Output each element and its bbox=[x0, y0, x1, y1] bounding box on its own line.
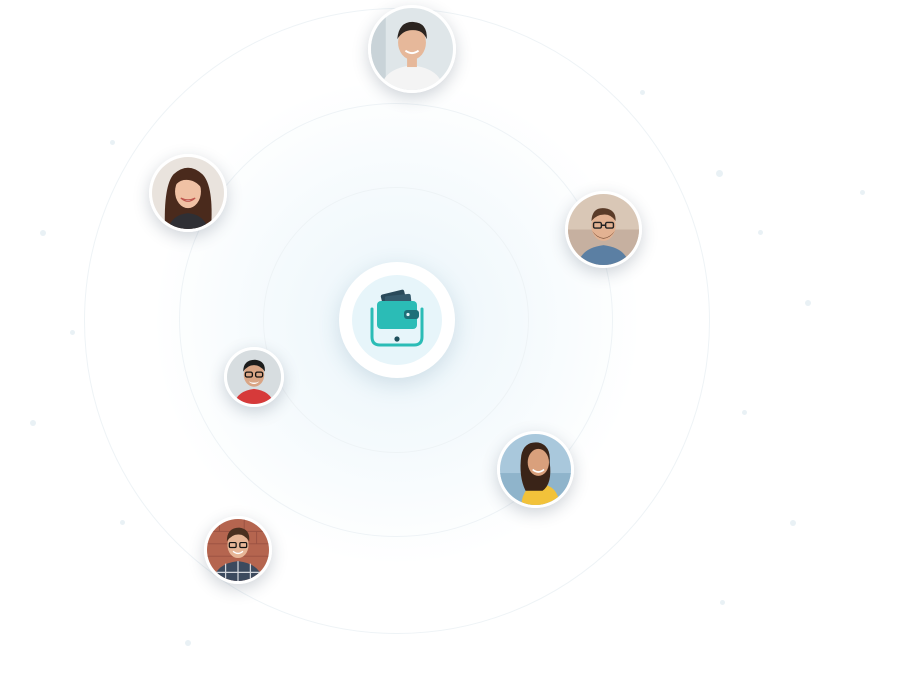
avatar-man-glasses-beard bbox=[565, 191, 642, 268]
avatar-man-red-shirt bbox=[224, 347, 284, 407]
orbit-ring-middle bbox=[179, 103, 613, 537]
orbit-ring-inner bbox=[263, 187, 529, 453]
avatar-man-plaid-shirt bbox=[204, 516, 272, 584]
avatar-woman-smiling bbox=[149, 154, 227, 232]
avatar-man-white-shirt bbox=[368, 5, 456, 93]
hub-inner-circle bbox=[352, 275, 442, 365]
hub-circle bbox=[339, 262, 455, 378]
wallet-phone-icon bbox=[370, 289, 424, 347]
avatar-woman-yellow-top bbox=[497, 431, 574, 508]
